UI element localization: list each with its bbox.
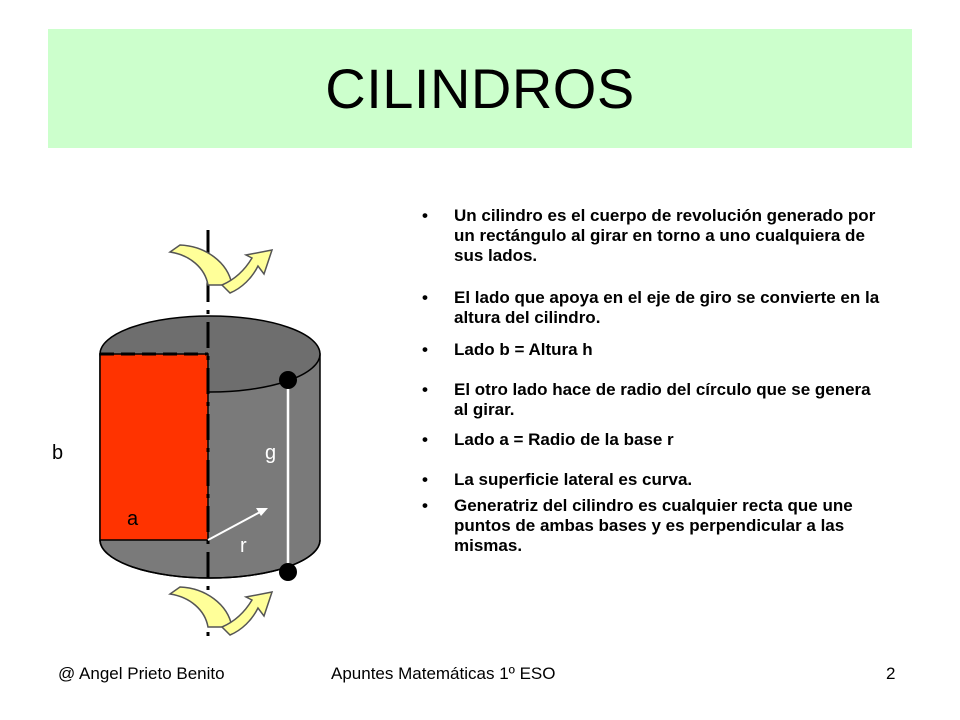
bullet-item: El otro lado hace de radio del círculo q…	[418, 380, 888, 420]
generatrix-top-point	[279, 371, 297, 389]
bullet-item: El lado que apoya en el eje de giro se c…	[418, 288, 888, 328]
label-r: r	[240, 535, 247, 557]
top-rotation-arrow	[168, 244, 274, 294]
slide-title: CILINDROS	[325, 57, 635, 120]
bullet-item: Generatriz del cilindro es cualquier rec…	[418, 496, 888, 556]
generatrix-bottom-point	[279, 563, 297, 581]
cylinder-bottom-edge	[99, 539, 321, 579]
radius-arrowhead	[256, 508, 268, 516]
title-band: CILINDROS	[48, 29, 912, 148]
rotating-rectangle	[99, 353, 209, 541]
label-g: g	[265, 442, 276, 464]
footer-course: Apuntes Matemáticas 1º ESO	[331, 664, 556, 683]
bullet-item: Lado a = Radio de la base r	[418, 430, 888, 450]
footer-page-number: 2	[886, 664, 896, 683]
bullet-list: Un cilindro es el cuerpo de revolución g…	[418, 206, 888, 556]
bullet-item: Lado b = Altura h	[418, 340, 888, 360]
footer-author: @ Angel Prieto Benito	[58, 664, 225, 683]
bullet-item: La superficie lateral es curva.	[418, 470, 888, 490]
label-b: b	[52, 442, 63, 464]
bottom-rotation-arrow	[168, 586, 274, 636]
bullet-item: Un cilindro es el cuerpo de revolución g…	[418, 206, 888, 266]
label-a: a	[127, 508, 139, 530]
radius-arrow	[207, 510, 263, 541]
